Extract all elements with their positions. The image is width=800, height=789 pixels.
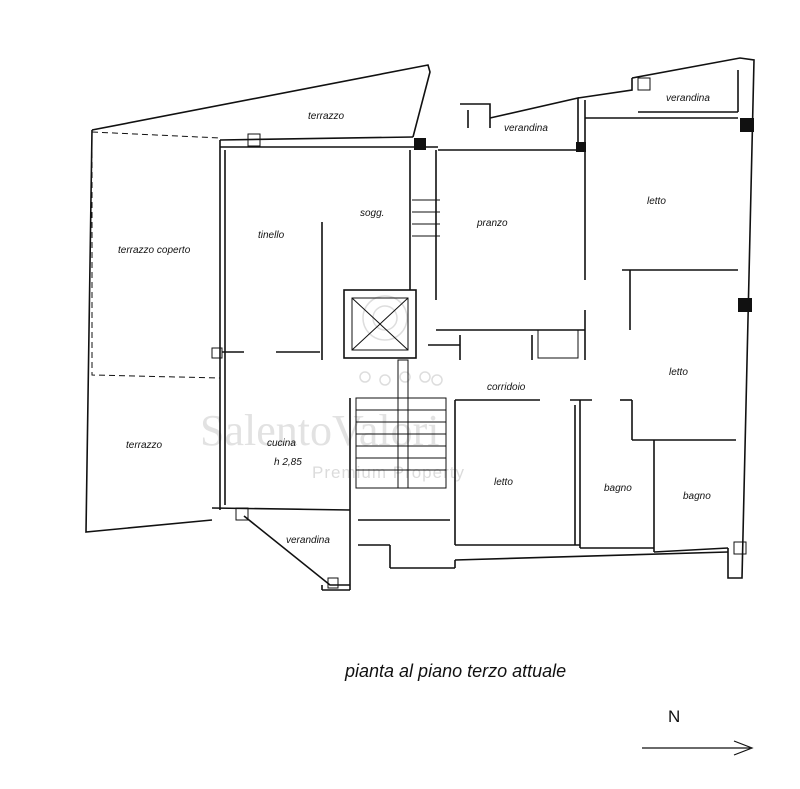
room-labels: terrazzo verandina verandina terrazzo co… — [118, 93, 711, 546]
plan-caption: pianta al piano terzo attuale — [344, 661, 566, 681]
room-label-bagno-1: bagno — [604, 483, 632, 494]
staircase — [355, 199, 447, 489]
room-label-terrazzo-left: terrazzo — [126, 440, 163, 451]
pillars — [211, 77, 754, 589]
room-label-tinello: tinello — [258, 230, 285, 241]
room-label-letto-mid-right: letto — [669, 367, 688, 378]
room-label-cucina: cucina — [267, 438, 296, 449]
watermark: SalentoValori Premium Property — [200, 295, 465, 482]
room-label-terrazzo-coperto: terrazzo coperto — [118, 245, 191, 256]
north-indicator: N — [642, 707, 754, 756]
north-label: N — [668, 707, 680, 726]
room-label-cucina-height: h 2,85 — [274, 457, 302, 468]
room-label-letto-center: letto — [494, 477, 513, 488]
covered-terrace-top — [91, 131, 221, 139]
room-label-pranzo: pranzo — [476, 218, 508, 229]
watermark-logo-icon — [359, 295, 443, 386]
room-label-verandina-bottom: verandina — [286, 535, 330, 546]
watermark-tagline: Premium Property — [312, 463, 465, 482]
room-label-letto-top-right: letto — [647, 196, 666, 207]
room-label-terrazzo-top: terrazzo — [308, 111, 345, 122]
outer-walls — [85, 57, 755, 579]
north-arrow-icon — [642, 740, 754, 756]
watermark-brand: SalentoValori — [200, 406, 440, 455]
interior-walls — [211, 100, 738, 591]
room-label-sogg: sogg. — [360, 208, 384, 219]
room-label-corridoio: corridoio — [487, 382, 526, 393]
room-label-verandina-right: verandina — [666, 93, 710, 104]
room-label-verandina-center: verandina — [504, 123, 548, 134]
room-label-bagno-2: bagno — [683, 491, 711, 502]
covered-terrace-outline — [91, 132, 221, 379]
